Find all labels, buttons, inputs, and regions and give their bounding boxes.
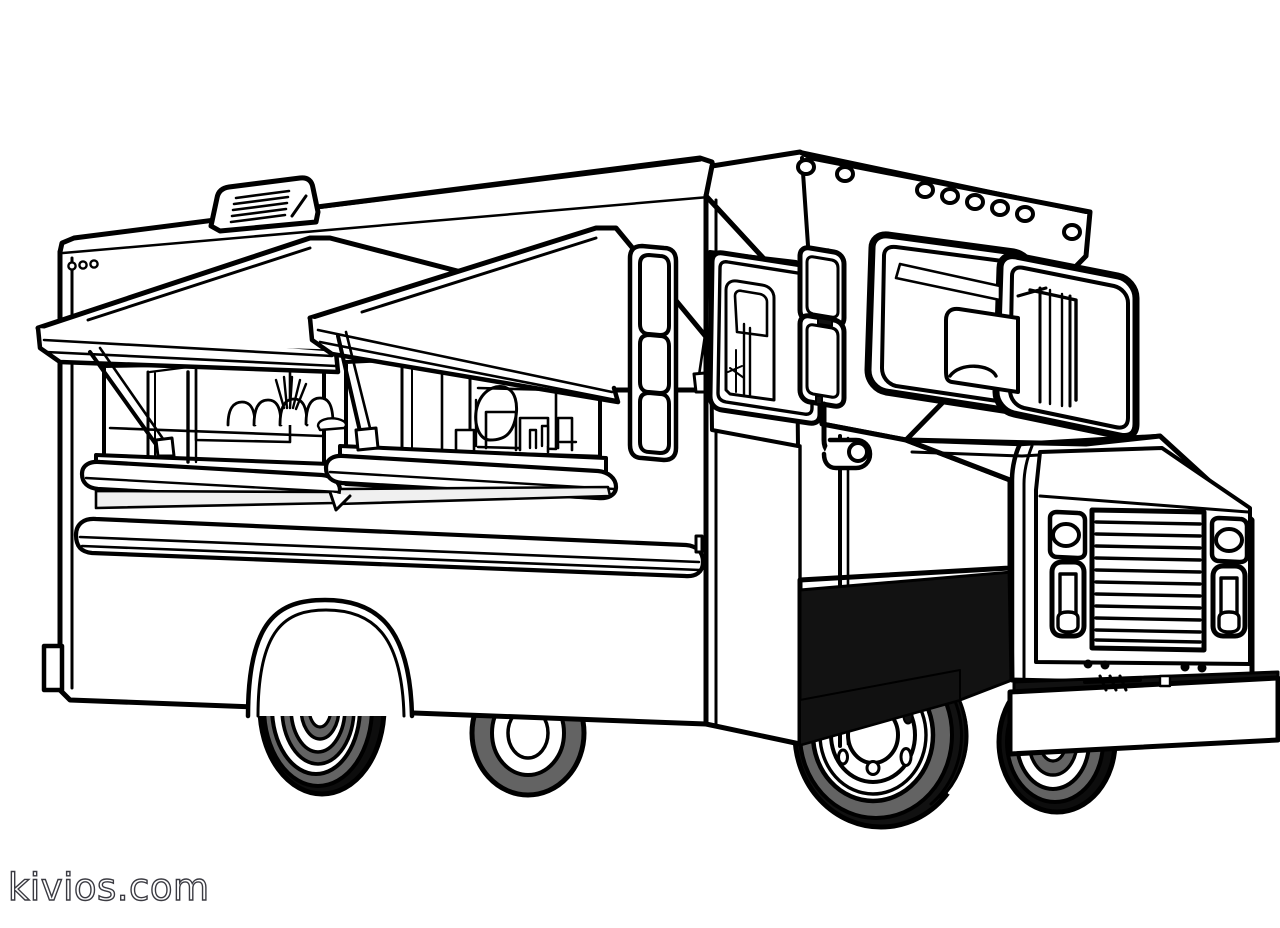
headlight-left — [1047, 509, 1088, 639]
site-watermark: kivios.com — [7, 866, 210, 909]
body-trim-molding — [73, 516, 706, 579]
serving-counter-front — [323, 444, 619, 512]
cab-side-door — [694, 250, 823, 582]
serving-counter-rear — [79, 453, 343, 510]
cab-rocker-step — [799, 669, 961, 746]
rear-wheel-arch — [245, 597, 415, 719]
rear-step — [41, 643, 65, 693]
side-mirror — [797, 245, 873, 471]
side-marker-light-bar — [627, 243, 679, 463]
headlight-right — [1209, 515, 1250, 639]
front-panel-bolts — [1083, 659, 1207, 673]
roof-marker-lights — [796, 158, 1082, 241]
windshield — [864, 231, 1140, 440]
front-bumper — [1007, 670, 1280, 757]
front-grille — [1089, 507, 1207, 653]
roof-vent — [208, 175, 321, 234]
